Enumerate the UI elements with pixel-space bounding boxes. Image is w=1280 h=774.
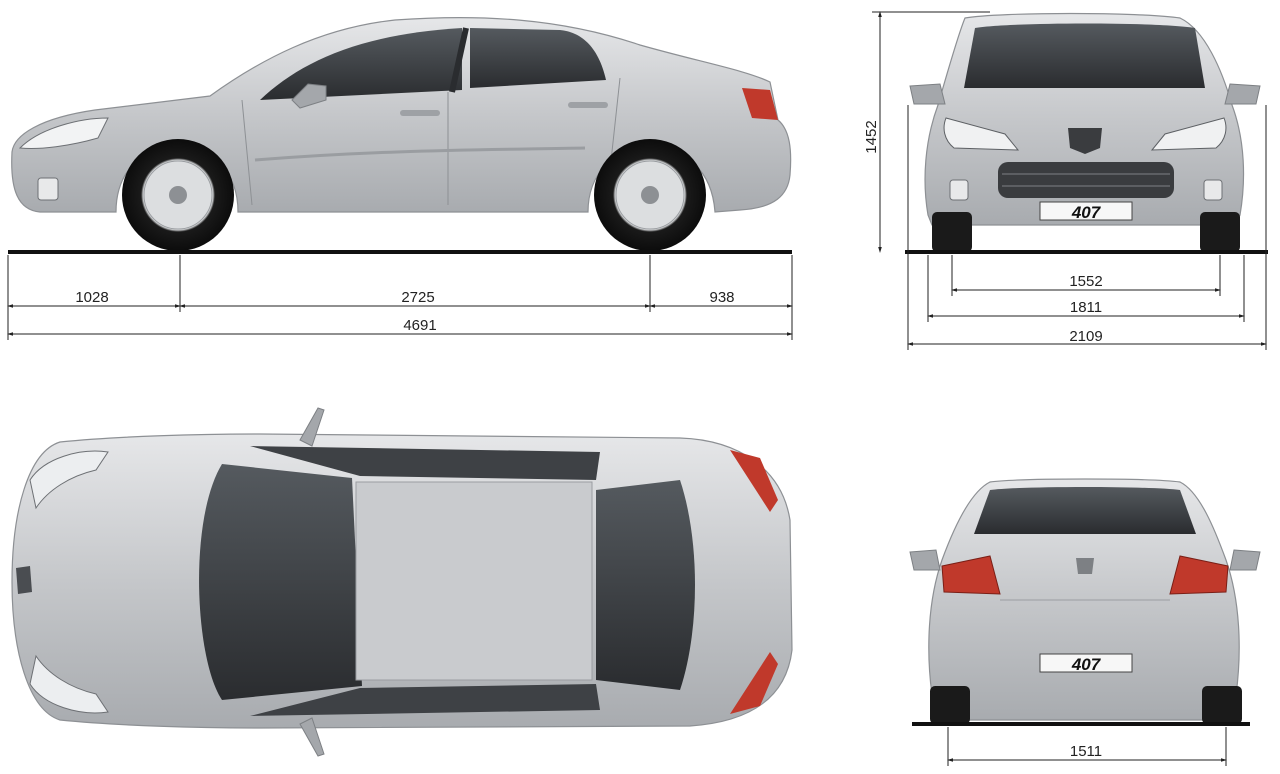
rear-right-mirror — [1229, 549, 1261, 571]
front-plate — [1039, 201, 1133, 221]
front-dimensions — [872, 11, 1267, 350]
side-rear-wheel — [594, 139, 706, 251]
front-left-mirror — [909, 83, 946, 105]
front-left-fog-light — [949, 179, 969, 201]
overall-length-label: 4691 — [403, 317, 436, 334]
top-right-tail-light — [730, 652, 778, 714]
top-view — [11, 407, 793, 757]
rear-left-tail-light — [941, 555, 1001, 595]
rear-plate — [1039, 653, 1133, 673]
front-track-label: 1552 — [1069, 273, 1102, 290]
side-view — [8, 16, 792, 254]
front-right-fog-light — [1203, 179, 1223, 201]
rear-view: 407 — [909, 478, 1261, 726]
body-width-label: 1811 — [1070, 299, 1102, 316]
top-left-headlight — [29, 450, 109, 510]
top-right-headlight — [29, 654, 109, 714]
front-view: 407 — [905, 12, 1268, 254]
rear-left-mirror — [909, 549, 941, 571]
rear-right-tyre — [1202, 686, 1242, 724]
front-right-tyre — [1200, 212, 1240, 252]
top-windscreen — [199, 464, 362, 700]
width-mirrors-label: 2109 — [1069, 328, 1102, 345]
height-label: 1452 — [863, 120, 880, 153]
top-right-side-glass — [250, 684, 600, 716]
top-left-side-glass — [250, 446, 600, 480]
side-mirror — [291, 83, 327, 109]
rear-left-tyre — [930, 686, 970, 724]
side-front-window — [260, 28, 462, 100]
top-left-mirror — [299, 407, 325, 447]
rear-dimensions — [947, 727, 1227, 766]
front-left-headlight — [943, 117, 1020, 151]
top-bonnet-emblem — [16, 566, 32, 594]
rear-overhang-label: 938 — [709, 289, 734, 306]
front-lion-emblem — [1068, 128, 1102, 154]
rear-lion-emblem — [1076, 558, 1094, 574]
side-b-pillar — [449, 27, 469, 93]
top-rear-window — [596, 480, 695, 690]
front-overhang-label: 1028 — [75, 289, 108, 306]
side-fog-light — [37, 177, 59, 201]
front-windscreen — [964, 23, 1205, 88]
front-right-mirror — [1224, 83, 1261, 105]
front-plate-badge: 407 — [1071, 203, 1102, 222]
top-right-mirror — [299, 717, 325, 757]
front-right-headlight — [1150, 117, 1227, 151]
top-roof — [355, 481, 593, 681]
wheelbase-label: 2725 — [401, 289, 434, 306]
side-front-wheel — [122, 139, 234, 251]
side-front-door-handle — [400, 110, 440, 116]
front-grille — [998, 162, 1174, 198]
front-grille-bars — [1002, 173, 1170, 187]
rear-right-tail-light — [1169, 555, 1229, 595]
rear-window — [974, 487, 1196, 534]
side-tail-light — [742, 88, 778, 120]
rear-plate-badge: 407 — [1071, 655, 1102, 674]
front-left-tyre — [932, 212, 972, 252]
side-character-line — [254, 146, 586, 162]
rear-track-label: 1511 — [1070, 743, 1102, 760]
side-headlight — [18, 117, 109, 149]
side-rear-window — [470, 28, 606, 88]
top-left-tail-light — [730, 450, 778, 512]
side-rear-door-handle — [568, 102, 608, 108]
side-door-line-front — [241, 99, 253, 206]
side-dimensions — [7, 255, 793, 340]
